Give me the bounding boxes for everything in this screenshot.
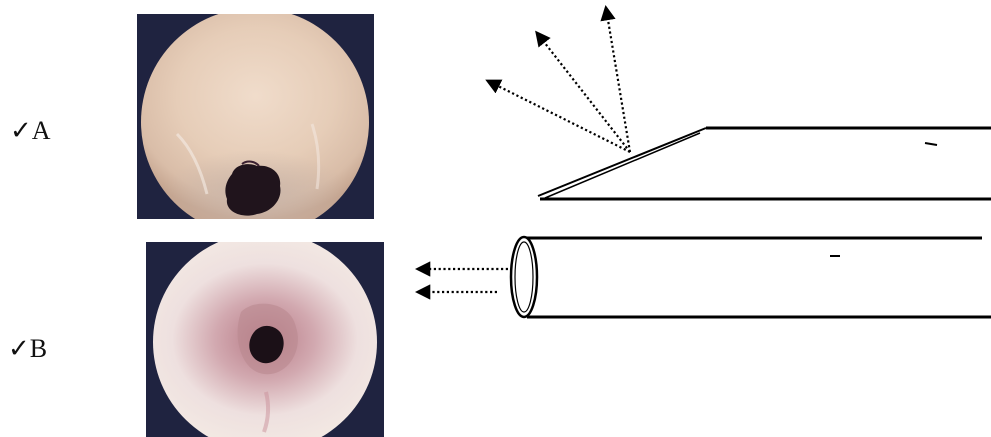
beveled-needle-diagram bbox=[488, 8, 991, 199]
blunt-tube-diagram bbox=[418, 237, 991, 317]
forward-light-arrows bbox=[418, 269, 508, 292]
scattered-light-arrows bbox=[488, 8, 630, 152]
